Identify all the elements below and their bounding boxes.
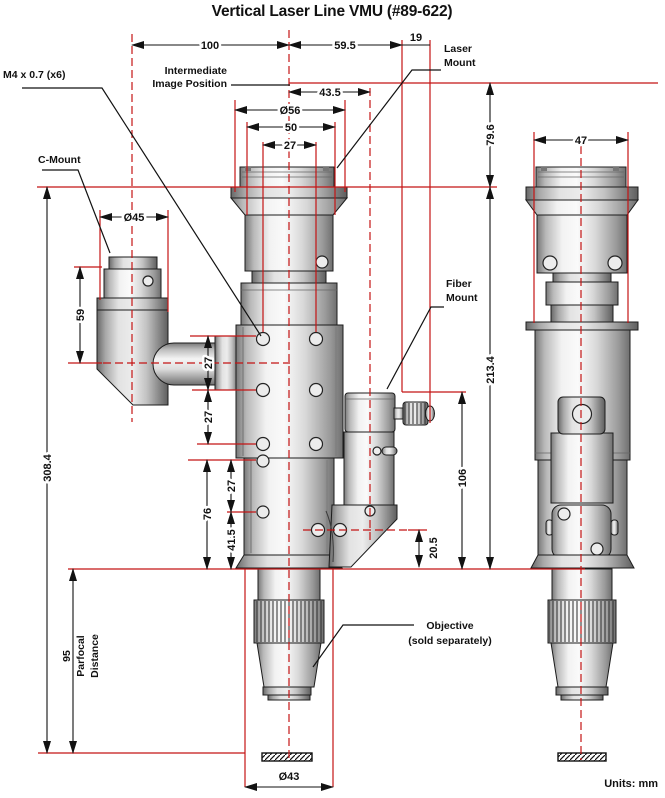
side-view: [525, 166, 639, 762]
dim-dia56: Ø56: [280, 105, 301, 117]
dim-41-5: 41.5: [226, 529, 238, 550]
c-mount-setscrew-hole: [142, 275, 154, 287]
sv-plate: [550, 432, 614, 504]
sv-bell-flare: [530, 554, 635, 569]
units-note: Units: mm: [604, 778, 658, 790]
dim-27-b: 27: [203, 411, 215, 423]
m4-hole: [255, 436, 271, 452]
intermediate-label-2: Image Position: [152, 78, 227, 90]
dim-27-c: 27: [226, 480, 238, 492]
dim-19: 19: [410, 32, 422, 44]
sv-neck2: [550, 304, 614, 323]
specimen-plane: [261, 752, 313, 762]
m4-hole: [308, 331, 324, 347]
fiber-tube: [343, 431, 395, 506]
sv-hole: [607, 255, 623, 271]
thread-notch: [323, 167, 329, 171]
dim-43-5: 43.5: [319, 87, 340, 99]
objective-leader: [312, 624, 414, 668]
sv-specimen-plane: [557, 752, 607, 762]
sv-objective-neck: [551, 568, 613, 601]
callout-labels: M4 x 0.7 (x6) C-Mount Intermediate Image…: [1, 41, 494, 680]
fiber-tube-hole: [372, 446, 382, 456]
laser-mount-label-1: Laser: [444, 43, 472, 55]
lower-hole: [256, 454, 270, 468]
objective-ring: [262, 686, 312, 696]
m4-hole: [308, 436, 324, 452]
parfocal-label-value: 95: [61, 650, 73, 662]
dim-20-5: 20.5: [428, 537, 440, 558]
sv-taper: [525, 199, 639, 216]
main-view: [96, 166, 435, 762]
laser-mount-label-2: Mount: [444, 57, 476, 69]
thread-notch: [245, 167, 251, 171]
dim-308-4: 308.4: [42, 453, 54, 481]
sv-flange2: [525, 321, 639, 331]
sv-plate-hole: [557, 507, 571, 521]
sv-ear-right: [610, 519, 619, 536]
c-mount-label: C-Mount: [38, 154, 81, 166]
fiber-mount-leader: [386, 306, 444, 390]
m4-thread-label: M4 x 0.7 (x6): [3, 69, 65, 81]
objective-label-1: Objective: [426, 620, 473, 632]
m4-hole: [255, 331, 271, 347]
lower-hole: [256, 505, 270, 519]
m4-hole: [255, 382, 271, 398]
dim-47: 47: [575, 135, 587, 147]
upper-barrel-hole: [315, 255, 329, 269]
dim-59-5: 59.5: [334, 40, 355, 52]
dim-dia43: Ø43: [279, 771, 300, 783]
sv-objective-tip: [560, 694, 604, 701]
sv-neck: [552, 272, 612, 283]
sv-flange: [525, 186, 639, 201]
dim-100: 100: [201, 40, 219, 52]
drawing-title: Vertical Laser Line VMU (#89-622): [212, 3, 453, 20]
dim-106: 106: [457, 469, 469, 487]
red-reference-lines: [37, 30, 658, 787]
dim-dia45: Ø45: [124, 212, 145, 224]
sv-objective-ring: [555, 686, 609, 696]
parfocal-label-3: Distance: [89, 634, 101, 678]
objective-cone: [256, 642, 322, 688]
dim-79-6: 79.6: [485, 124, 497, 145]
c-mount-cap: [108, 256, 158, 270]
sv-collar: [545, 281, 619, 306]
c-mount-tube: [152, 342, 216, 386]
sv-objective-cone: [550, 642, 614, 688]
m4-hole: [308, 382, 324, 398]
dim-59: 59: [75, 309, 87, 321]
fiber-mount-label-2: Mount: [446, 292, 478, 304]
c-mount-leader: [42, 169, 111, 254]
dim-27-a: 27: [203, 357, 215, 369]
m4-leader: [22, 87, 262, 337]
parfocal-label-2: Parfocal: [75, 635, 87, 677]
intermediate-label-1: Intermediate: [165, 65, 228, 77]
dim-27-top: 27: [284, 140, 296, 152]
sv-hole: [542, 255, 558, 271]
laser-mount-leader: [336, 69, 441, 169]
fiber-tube-slot: [381, 446, 398, 456]
sv-plate-hole: [590, 542, 604, 556]
fiber-mount-label-1: Fiber: [446, 278, 472, 290]
sv-tab-hole: [571, 403, 593, 425]
objective-label-2: (sold separately): [408, 635, 491, 647]
dim-213-4: 213.4: [485, 355, 497, 383]
dim-50: 50: [285, 122, 297, 134]
dimensions: 100 59.5 19 43.5 Ø56 50 27 Ø45 47 Ø43 59…: [40, 30, 629, 791]
dim-76: 76: [202, 508, 214, 520]
